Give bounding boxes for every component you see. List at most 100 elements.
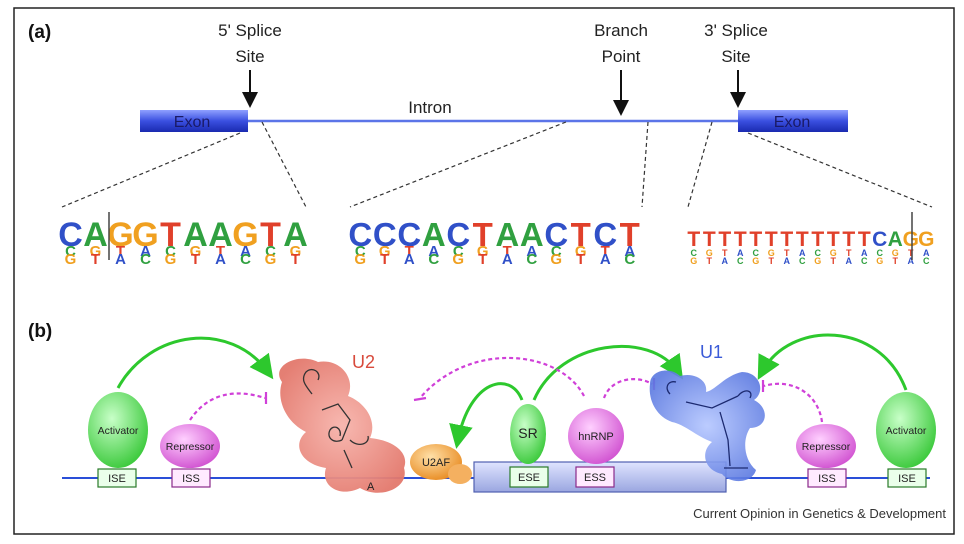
logo-letter: T	[765, 228, 778, 251]
logo-letter: T	[749, 228, 762, 251]
exon-left	[140, 110, 248, 132]
u1-snrnp	[649, 370, 765, 482]
logo-minor-letter: A	[737, 248, 744, 258]
logo-minor-letter: A	[861, 248, 868, 258]
logo-minor-letter: T	[769, 256, 775, 266]
u2af-small-subunit	[448, 464, 472, 484]
logo-minor-letter: A	[600, 251, 611, 268]
logo-letter: T	[571, 216, 591, 253]
exon-left-label: Exon	[174, 114, 210, 131]
sr-to-u1-arrow	[532, 344, 684, 401]
svg-text:ISE: ISE	[898, 473, 916, 485]
logo-letter: A	[83, 216, 108, 254]
ise-right-box: ISE	[887, 468, 927, 488]
logo-minor-letter: C	[877, 248, 884, 258]
hnrnp-protein	[568, 408, 624, 464]
logo-letter: T	[473, 216, 493, 253]
three-prime-sequence-logo: TCGTGTTTATACTCGTGTTTATACTCGTGTTTATACCCGA…	[687, 228, 934, 266]
logo-letter: C	[373, 216, 397, 253]
logo-letter: T	[827, 228, 840, 251]
journal-credit: Current Opinion in Genetics & Developmen…	[693, 506, 946, 521]
logo-minor-letter: C	[753, 248, 760, 258]
iss-left-box: ISS	[171, 468, 211, 488]
logo-letter: T	[718, 228, 731, 251]
logo-letter: T	[687, 228, 700, 251]
logo-minor-letter: T	[831, 256, 837, 266]
svg-text:ISS: ISS	[182, 473, 200, 485]
logo-minor-letter: C	[923, 256, 930, 266]
logo-letter: C	[348, 216, 372, 253]
svg-text:5' Splice: 5' Splice	[218, 21, 282, 40]
logo-minor-letter: T	[722, 248, 728, 258]
logo-letter: T	[260, 216, 281, 254]
logo-minor-letter: T	[291, 251, 300, 268]
logo-minor-letter: T	[478, 251, 487, 268]
logo-minor-letter: C	[165, 243, 176, 260]
logo-minor-letter: G	[379, 243, 391, 260]
logo-minor-letter: T	[503, 243, 512, 260]
logo-letter: C	[593, 216, 617, 253]
logo-minor-letter: A	[115, 251, 126, 268]
logo-minor-letter: T	[846, 248, 852, 258]
logo-letter: A	[283, 216, 308, 254]
logo-letter: T	[734, 228, 747, 251]
iss-right-box: ISS	[807, 468, 847, 488]
ese-box: ESE	[509, 466, 549, 488]
logo-letter: T	[811, 228, 824, 251]
logo-letter: T	[620, 216, 640, 253]
logo-minor-letter: T	[576, 251, 585, 268]
logo-letter: G	[107, 216, 133, 254]
logo-letter: T	[842, 228, 855, 251]
u1-label: U1	[700, 342, 723, 362]
u2-label: U2	[352, 352, 375, 372]
logo-minor-letter: A	[908, 256, 915, 266]
logo-letter: T	[703, 228, 716, 251]
logo-minor-letter: A	[799, 248, 806, 258]
logo-letter: A	[183, 216, 208, 254]
logo-minor-letter: G	[290, 243, 302, 260]
logo-minor-letter: G	[752, 256, 759, 266]
logo-minor-letter: C	[799, 256, 806, 266]
logo-minor-letter: G	[550, 251, 562, 268]
branch-a-label: A	[367, 481, 375, 493]
svg-text:ISE: ISE	[108, 473, 126, 485]
logo-minor-letter: A	[215, 251, 226, 268]
exon-right	[738, 110, 848, 132]
logo-minor-letter: C	[140, 251, 151, 268]
activator-right	[876, 392, 936, 468]
logo-minor-letter: T	[707, 256, 713, 266]
activator-left	[88, 392, 148, 468]
ess-box: ESS	[575, 466, 615, 488]
logo-letter: C	[872, 228, 887, 251]
logo-minor-letter: T	[601, 243, 610, 260]
logo-minor-letter: A	[526, 243, 537, 260]
svg-text:Site: Site	[721, 47, 750, 66]
logo-minor-letter: G	[768, 248, 775, 258]
activator-left-arrow	[116, 336, 274, 389]
logo-minor-letter: C	[815, 248, 822, 258]
logo-minor-letter: G	[814, 256, 821, 266]
logo-minor-letter: A	[923, 248, 930, 258]
exon-right-label: Exon	[774, 114, 810, 131]
logo-minor-letter: A	[240, 243, 251, 260]
logo-minor-letter: A	[502, 251, 513, 268]
activator-left-label: Activator	[98, 425, 139, 437]
svg-text:ISS: ISS	[818, 473, 836, 485]
intron-label: Intron	[408, 98, 451, 117]
svg-text:Branch: Branch	[594, 21, 648, 40]
logo-minor-letter: T	[91, 251, 100, 268]
logo-minor-letter: C	[65, 243, 76, 260]
u1-rna-structure	[666, 381, 752, 469]
logo-letter: A	[208, 216, 233, 254]
logo-minor-letter: G	[452, 251, 464, 268]
logo-minor-letter: C	[428, 251, 439, 268]
logo-minor-letter: G	[190, 243, 202, 260]
sr-protein	[510, 404, 546, 464]
logo-letter: T	[780, 228, 793, 251]
u2-rna-structure	[302, 368, 369, 469]
logo-letter: C	[397, 216, 421, 253]
logo-minor-letter: T	[191, 251, 200, 268]
